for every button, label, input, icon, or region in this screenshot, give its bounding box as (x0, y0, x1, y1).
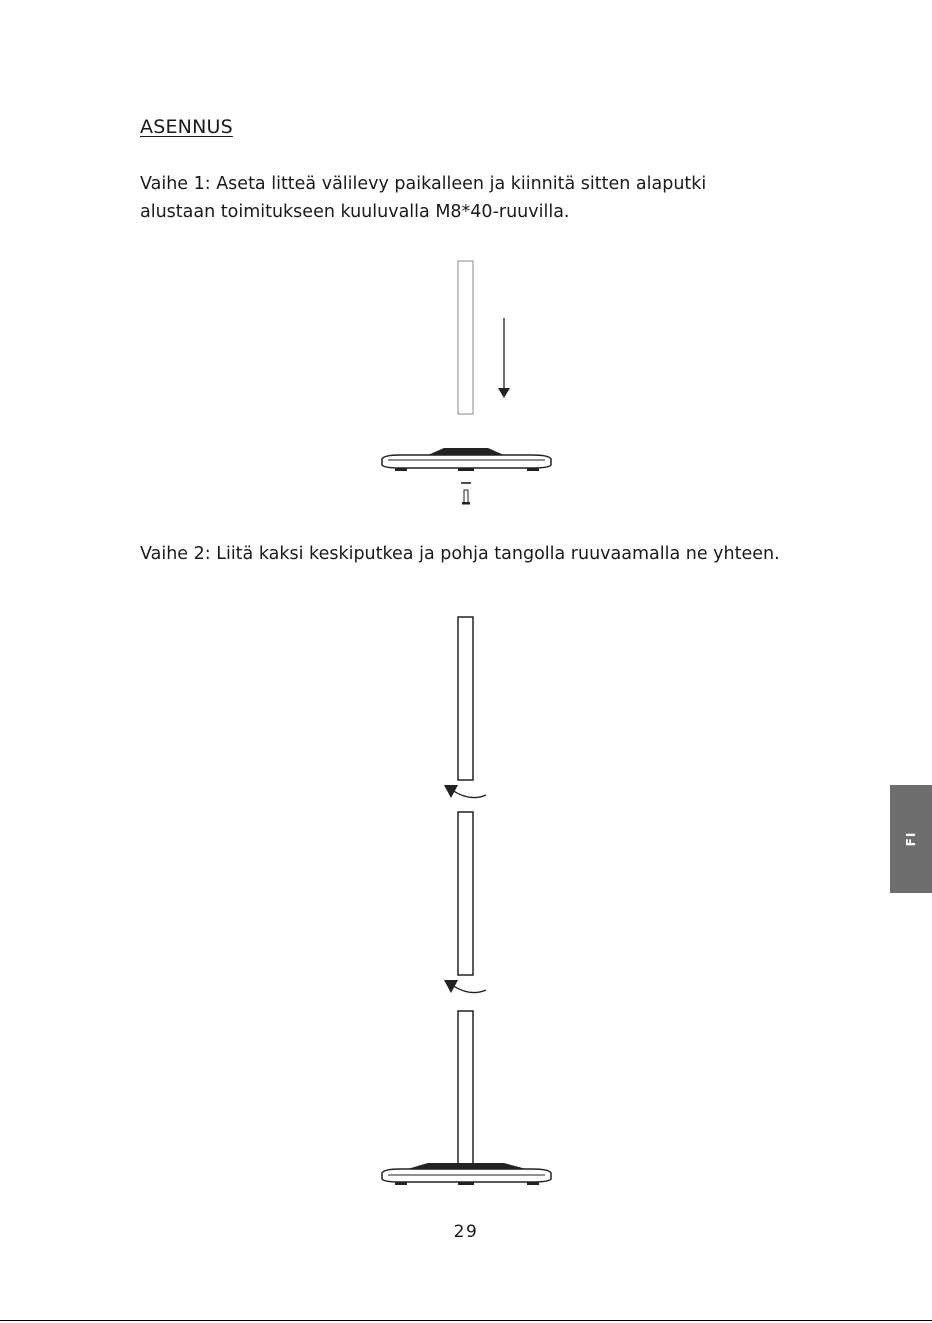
stand-base-1 (382, 448, 551, 471)
step-2-line-1: Vaihe 2: Liitä kaksi keskiputkea ja pohj… (140, 540, 780, 568)
rotation-arrow-icon (444, 980, 486, 993)
upper-middle-tube (458, 617, 473, 780)
down-arrow-head (498, 388, 510, 398)
language-tab-label: FI (904, 832, 918, 847)
step-1-line-1: Vaihe 1: Aseta litteä välilevy paikallee… (140, 170, 706, 198)
page-number: 29 (0, 1222, 932, 1242)
bottom-rule (0, 1320, 932, 1321)
lower-tube (458, 261, 473, 414)
lower-middle-tube (458, 812, 473, 975)
stand-base-2 (382, 1163, 551, 1185)
section-title: ASENNUS (140, 115, 233, 139)
language-tab: FI (890, 785, 932, 893)
step-2-instruction: Vaihe 2: Liitä kaksi keskiputkea ja pohj… (140, 540, 780, 568)
rotation-arrow-icon (444, 785, 486, 798)
step-2-illustration (0, 600, 932, 1200)
m8-screw (462, 490, 470, 505)
step-1-line-2: alustaan toimitukseen kuuluvalla M8*40-r… (140, 198, 706, 226)
step-1-instruction: Vaihe 1: Aseta litteä välilevy paikallee… (140, 170, 706, 226)
step-1-illustration (0, 250, 932, 520)
lower-tube-on-base (458, 1011, 473, 1168)
